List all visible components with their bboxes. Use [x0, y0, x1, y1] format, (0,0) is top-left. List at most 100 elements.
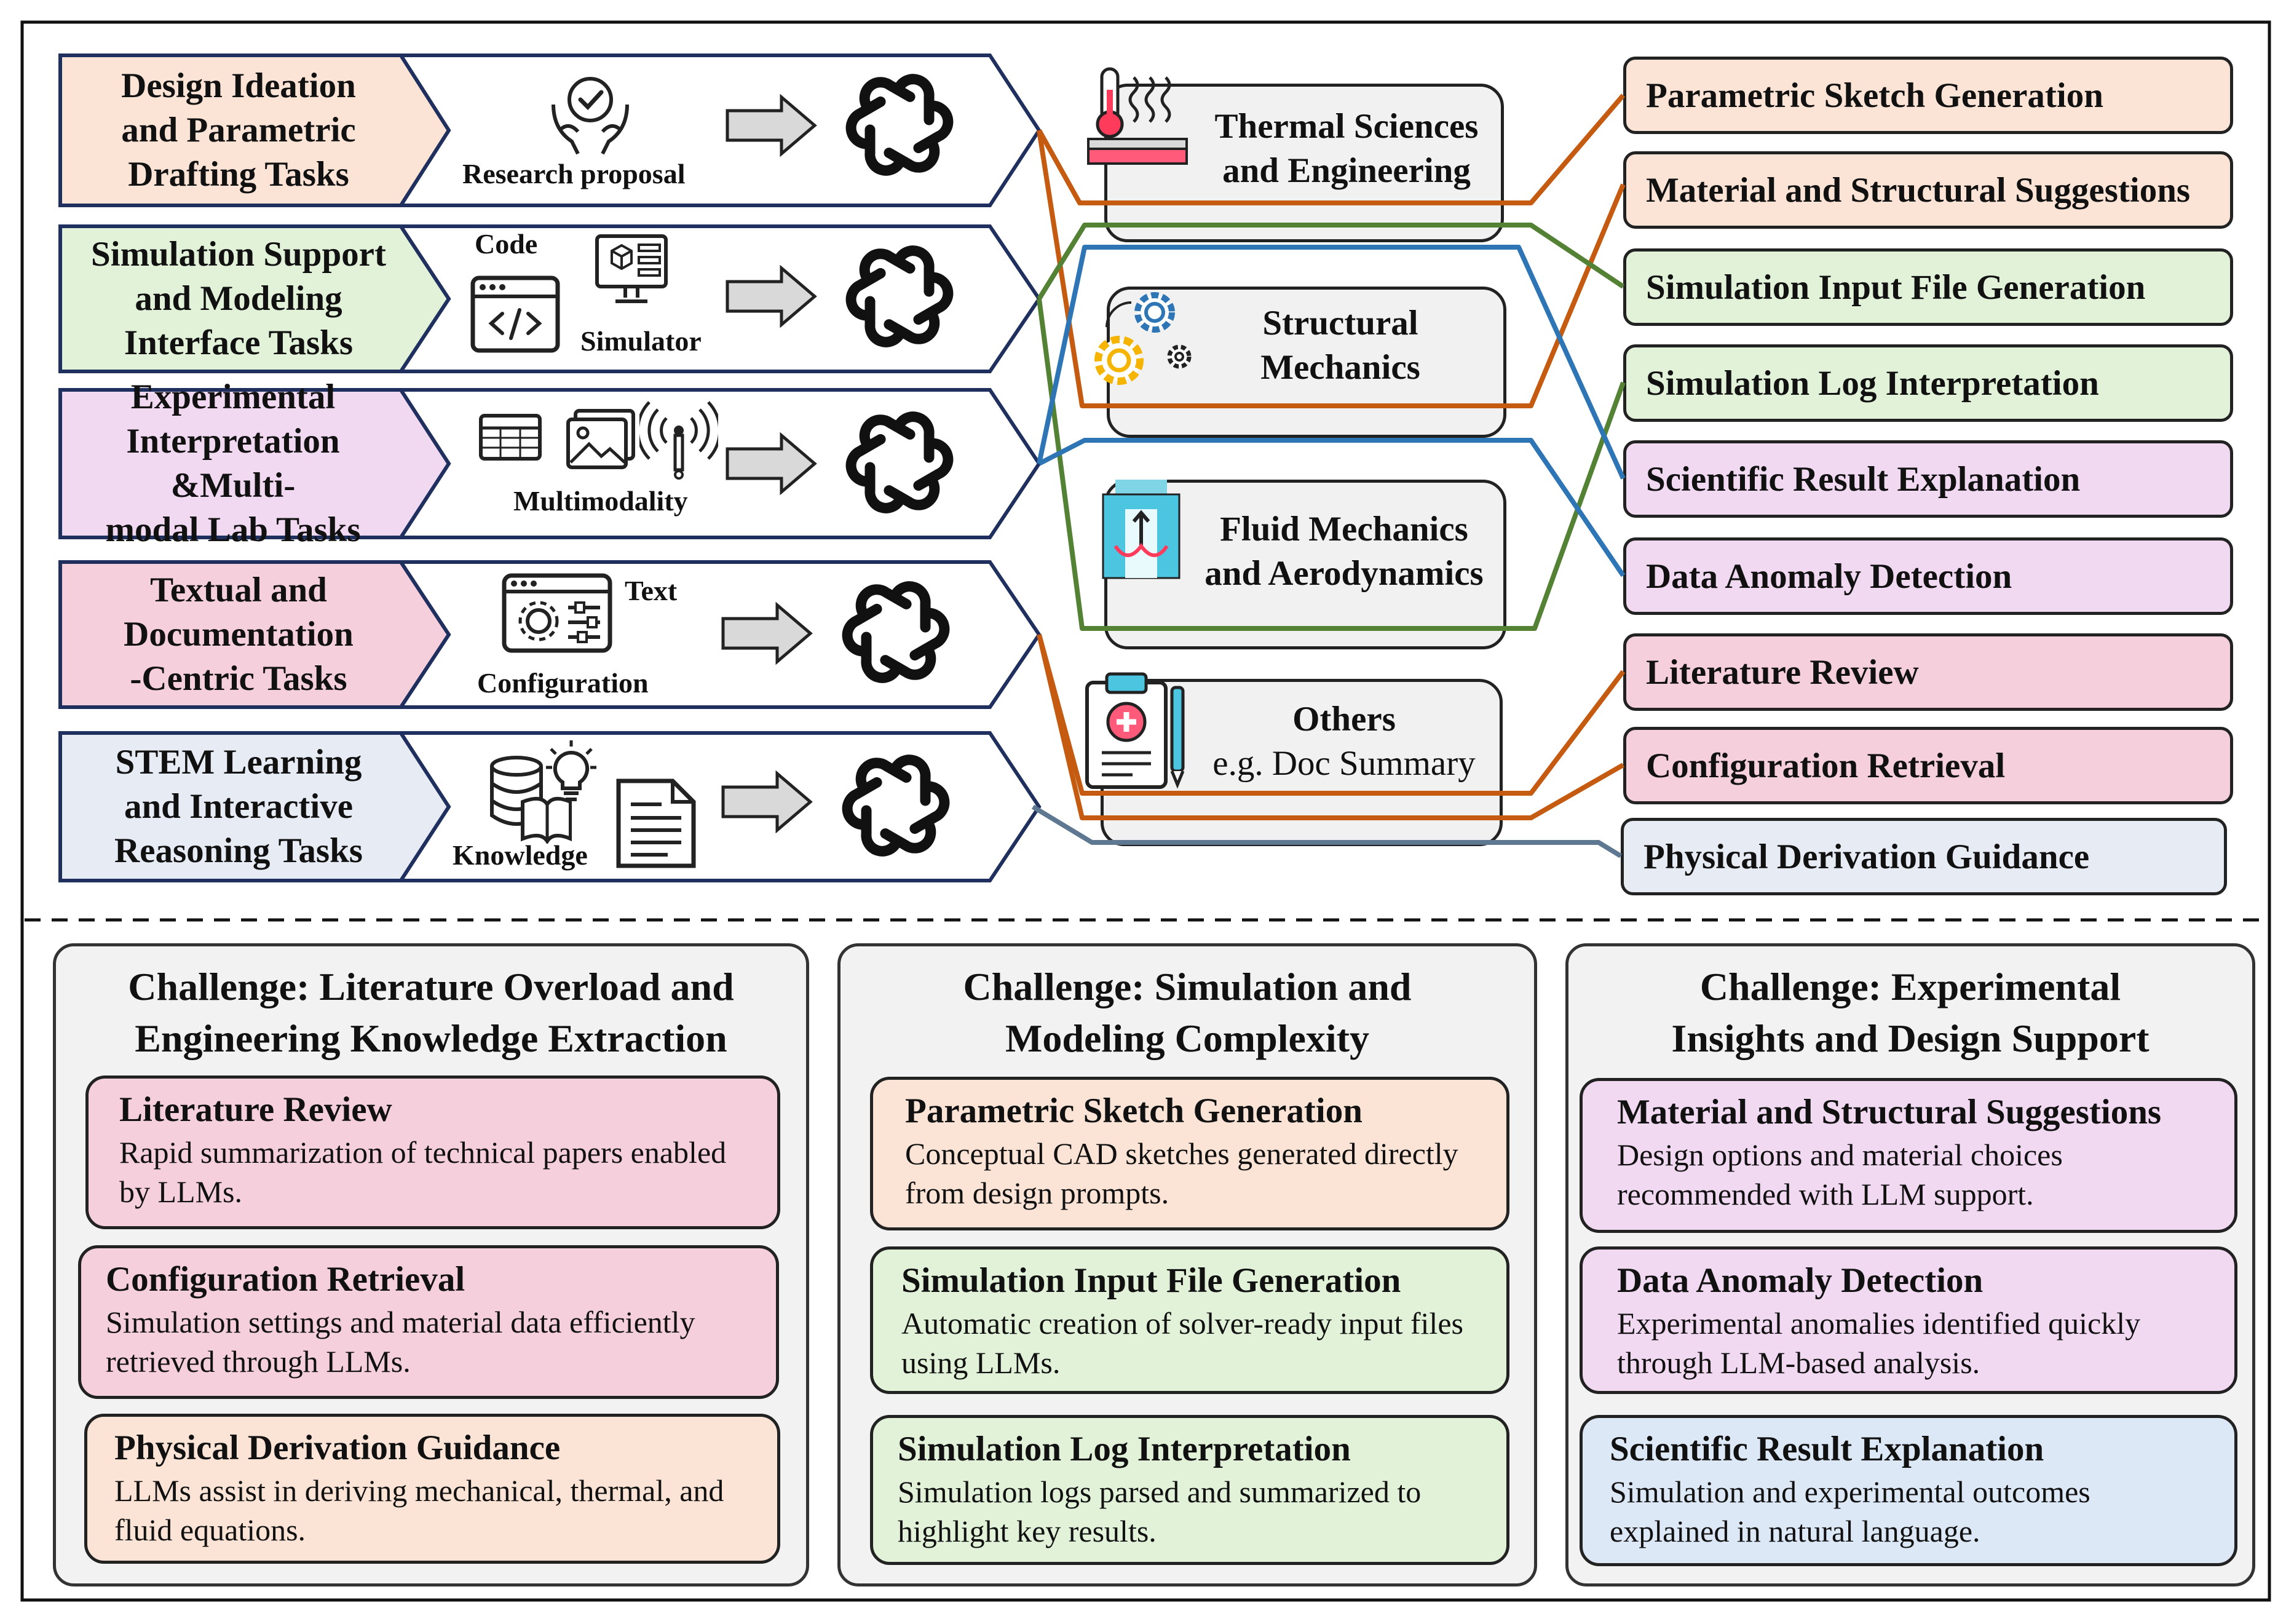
card-description: LLMs assist in deriving mechanical, ther… — [114, 1473, 724, 1547]
text-label: Text — [625, 575, 678, 606]
card-material-structural: Material and Structural Suggestions Desi… — [1580, 1078, 2237, 1233]
card-title: Scientific Result Explanation — [1610, 1430, 2044, 1468]
app-label: Parametric Sketch Generation — [1646, 76, 2103, 115]
panel-title: Challenge: Literature Overload and Engin… — [128, 965, 734, 1060]
card-description: Simulation settings and material data ef… — [106, 1305, 695, 1379]
card-data-anomaly: Data Anomaly Detection Experimental anom… — [1580, 1246, 2237, 1394]
task-design-ideation: Design Ideation and Parametric Drafting … — [60, 55, 449, 205]
app-label: Scientific Result Explanation — [1646, 459, 2081, 499]
task-simulation-support: Simulation Support and Modeling Interfac… — [60, 226, 449, 371]
app-label: Configuration Retrieval — [1646, 746, 2006, 785]
task-stem-learning: STEM Learning and Interactive Reasoning … — [60, 733, 449, 881]
database-book-icon — [490, 756, 572, 844]
domain-line: and Engineering — [1222, 151, 1471, 190]
antenna-icon — [639, 401, 718, 480]
multimodality-label: Multimodality — [513, 485, 688, 517]
panel-title: Challenge: Simulation and Modeling Compl… — [963, 965, 1412, 1060]
panel-experimental-insights: Challenge: Experimental Insights and Des… — [1565, 943, 2255, 1586]
wire-blue-2 — [1038, 438, 1626, 577]
app-parametric-sketch: Parametric Sketch Generation — [1623, 57, 2233, 134]
app-simulation-input: Simulation Input File Generation — [1623, 248, 2233, 326]
task-textual-documentation: Textual and Documentation -Centric Tasks — [60, 562, 449, 707]
task-label: Design Ideation and Parametric Drafting … — [121, 66, 356, 194]
domain-line: e.g. Doc Summary — [1212, 744, 1476, 783]
card-title: Simulation Input File Generation — [901, 1261, 1401, 1300]
config-gear-icon — [502, 573, 612, 653]
card-title: Parametric Sketch Generation — [905, 1091, 1363, 1130]
card-configuration-retrieval: Configuration Retrieval Simulation setti… — [78, 1245, 779, 1399]
app-label: Physical Derivation Guidance — [1643, 837, 2090, 876]
card-description: Conceptual CAD sketches generated direct… — [905, 1136, 1458, 1210]
code-label: Code — [475, 228, 538, 259]
app-data-anomaly: Data Anomaly Detection — [1623, 537, 2233, 615]
card-description: Experimental anomalies identified quickl… — [1617, 1306, 2141, 1380]
fluid-tank-icon — [1102, 480, 1181, 579]
app-scientific-result: Scientific Result Explanation — [1623, 440, 2233, 518]
document-icon — [616, 778, 696, 868]
image-icon — [566, 409, 635, 469]
card-description: Rapid summarization of technical papers … — [119, 1135, 727, 1209]
wire-orange-3 — [1037, 633, 1626, 796]
simulator-label: Simulator — [580, 325, 702, 357]
app-configuration-retrieval: Configuration Retrieval — [1623, 727, 2233, 804]
task-row-3-shapes — [58, 388, 1042, 539]
wire-orange-4 — [1037, 634, 1624, 820]
card-title: Data Anomaly Detection — [1617, 1261, 1984, 1300]
task-label: Simulation Support and Modeling Interfac… — [91, 235, 386, 362]
wire-blue-1 — [1037, 245, 1626, 480]
knowledge-label: Knowledge — [453, 839, 588, 871]
card-simulation-log: Simulation Log Interpretation Simulation… — [870, 1415, 1509, 1565]
wire-orange-1 — [1037, 93, 1626, 205]
wire-gray-1 — [1031, 804, 1623, 858]
gears-icon — [1094, 292, 1192, 385]
task-experimental-interpretation: Experimental Interpretation &Multi- moda… — [60, 378, 449, 549]
domain-others-title: Others e.g. Doc Summary — [1190, 697, 1498, 786]
thermometer-heat-icon — [1087, 67, 1188, 165]
card-description: Automatic creation of solver-ready input… — [901, 1306, 1463, 1380]
domain-line: and Aerodynamics — [1204, 554, 1484, 593]
simulator-monitor-icon — [595, 234, 668, 303]
configuration-label: Configuration — [477, 667, 649, 699]
wire-orange-2 — [1037, 130, 1626, 408]
app-material-structural: Material and Structural Suggestions — [1623, 151, 2233, 229]
card-description: Design options and material choices reco… — [1617, 1138, 2063, 1211]
wire-green-1 — [1037, 223, 1625, 301]
card-title: Literature Review — [119, 1090, 392, 1129]
card-description: Simulation logs parsed and summarized to… — [898, 1475, 1422, 1548]
clipboard-medical-icon — [1085, 672, 1185, 789]
task-label: STEM Learning and Interactive Reasoning … — [114, 743, 363, 870]
hands-badge-icon — [552, 77, 629, 155]
domain-line: Fluid Mechanics — [1220, 510, 1468, 549]
wire-green-2 — [1037, 298, 1626, 631]
app-label: Material and Structural Suggestions — [1646, 170, 2191, 210]
task-label: Textual and Documentation -Centric Tasks — [124, 571, 354, 698]
domain-fluid-title: Fluid Mechanics and Aerodynamics — [1190, 507, 1498, 596]
domain-line: Mechanics — [1260, 348, 1420, 387]
code-window-icon — [470, 275, 560, 353]
app-physical-derivation: Physical Derivation Guidance — [1621, 818, 2227, 895]
app-label: Literature Review — [1646, 652, 1919, 692]
lightbulb-icon — [546, 740, 596, 801]
card-literature-review: Literature Review Rapid summarization of… — [85, 1075, 780, 1229]
card-simulation-input: Simulation Input File Generation Automat… — [870, 1246, 1509, 1394]
app-label: Simulation Log Interpretation — [1646, 363, 2099, 403]
panel-title: Challenge: Experimental Insights and Des… — [1671, 965, 2150, 1060]
domain-line: Others — [1292, 700, 1396, 739]
domain-line: Thermal Sciences — [1214, 107, 1479, 146]
card-title: Configuration Retrieval — [106, 1260, 465, 1299]
domain-thermal-title: Thermal Sciences and Engineering — [1199, 105, 1494, 193]
card-physical-derivation: Physical Derivation Guidance LLMs assist… — [84, 1414, 780, 1564]
card-title: Simulation Log Interpretation — [898, 1430, 1351, 1468]
app-simulation-log: Simulation Log Interpretation — [1623, 344, 2233, 422]
app-literature-review: Literature Review — [1623, 633, 2233, 711]
card-parametric-sketch: Parametric Sketch Generation Conceptual … — [870, 1077, 1509, 1230]
card-description: Simulation and experimental outcomes exp… — [1610, 1475, 2090, 1548]
app-label: Simulation Input File Generation — [1646, 267, 2146, 307]
card-title: Material and Structural Suggestions — [1617, 1093, 2162, 1131]
domain-line: Structural — [1262, 304, 1418, 343]
